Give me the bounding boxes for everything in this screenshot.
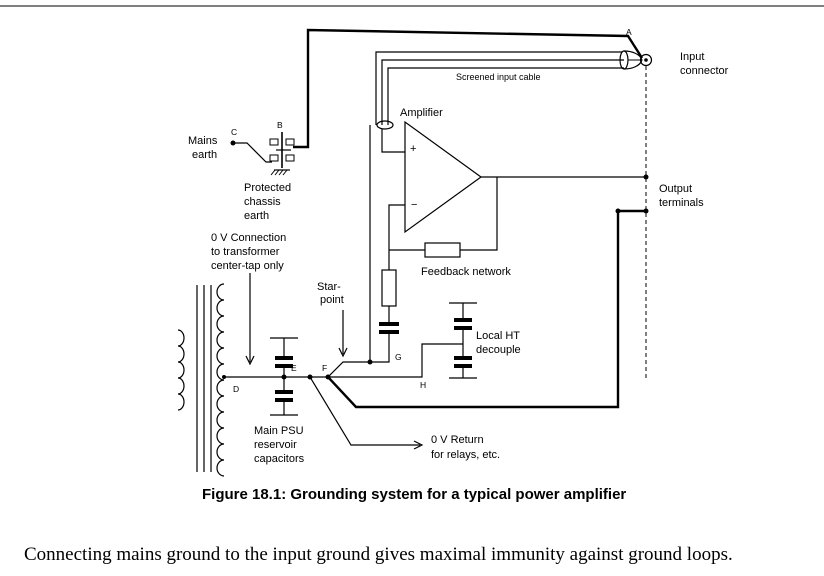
input-connector-label: Input [680,51,704,63]
feedback-wire [460,177,498,251]
figure-caption: Figure 18.1: Grounding system for a typi… [202,486,626,503]
input-connector-icon [639,53,653,67]
node-tag-b: B [277,120,283,130]
local-ht-wire [328,343,463,378]
zero-v-return-label: 0 V Return [431,434,484,446]
output-terminals-label-2: terminals [659,197,704,209]
mains-earth-wire [293,28,644,149]
node-tag-c: C [231,127,237,137]
star-point-label: Star- [317,281,341,293]
zero-v-connection-label-2: to transformer [211,246,280,258]
plus-sign: + [410,143,416,155]
mains-earth-label-2: earth [192,149,217,161]
star-point-label-2: point [320,294,344,306]
local-ht-capacitors-icon [449,302,477,379]
mains-earth-lead [233,142,272,163]
minus-sign: − [411,199,417,211]
output-terminals-label: Output [659,183,692,195]
local-ht-label-2: decouple [476,344,521,356]
zero-v-connection-label: 0 V Connection [211,232,286,244]
amplifier-triangle-icon [404,120,483,234]
node-tag-h: H [420,380,426,390]
signal-wire [381,129,405,153]
main-psu-label-3: capacitors [254,453,305,465]
protected-chassis-label: Protected [244,182,291,194]
screened-input-cable [375,50,643,125]
node-tag-e: E [291,363,297,373]
node-tag-g: G [395,352,402,362]
protected-chassis-label-2: chassis [244,196,281,208]
mains-earth-label: Mains [188,135,218,147]
node-tag-f: F [322,363,327,373]
local-ht-label: Local HT [476,330,520,342]
star-to-screen-wire [310,361,370,378]
screened-cable-label: Screened input cable [456,72,541,82]
feedback-resistor-lower [381,269,397,307]
protected-chassis-label-3: earth [244,210,269,222]
zero-v-connection-label-3: center-tap only [211,260,284,272]
feedback-network-label: Feedback network [421,266,511,278]
body-paragraph: Connecting mains ground to the input gro… [24,544,733,565]
protected-chassis-earth-icon [269,132,295,176]
input-connector-label-2: connector [680,65,729,77]
transformer-icon [177,283,225,477]
node-tag-a: A [626,27,632,37]
screen-termination-icon [376,120,394,130]
zero-v-return-label-2: for relays, etc. [431,449,500,461]
main-psu-label: Main PSU [254,425,304,437]
amplifier-label: Amplifier [400,107,443,119]
output-return-wire [327,209,646,409]
main-psu-label-2: reservoir [254,439,297,451]
node-tag-d: D [233,384,239,394]
main-psu-capacitors-icon [270,337,298,416]
relay-return-wire [309,376,420,446]
feedback-network-resistor [424,242,461,258]
